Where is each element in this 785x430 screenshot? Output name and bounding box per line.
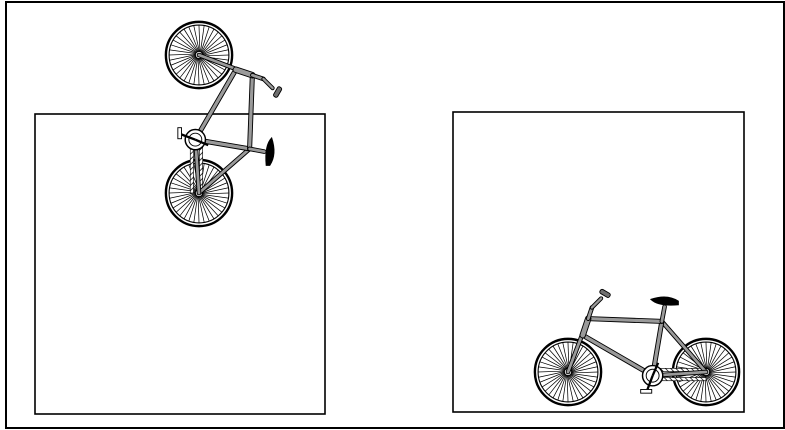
pedal (177, 127, 182, 140)
left-panel-box (34, 113, 326, 415)
bicycle-icon (533, 288, 741, 407)
saddle (649, 296, 679, 306)
chainring (640, 362, 664, 394)
pedal (640, 389, 653, 394)
chainring (177, 127, 209, 151)
handlebar (250, 72, 283, 98)
bicycle-horizontal (533, 288, 741, 407)
bicycle-icon (164, 20, 283, 228)
handlebar (585, 288, 611, 321)
bicycle-vertical (164, 20, 283, 228)
right-panel-box (452, 111, 745, 413)
saddle (265, 136, 275, 166)
outer-border (5, 1, 785, 429)
